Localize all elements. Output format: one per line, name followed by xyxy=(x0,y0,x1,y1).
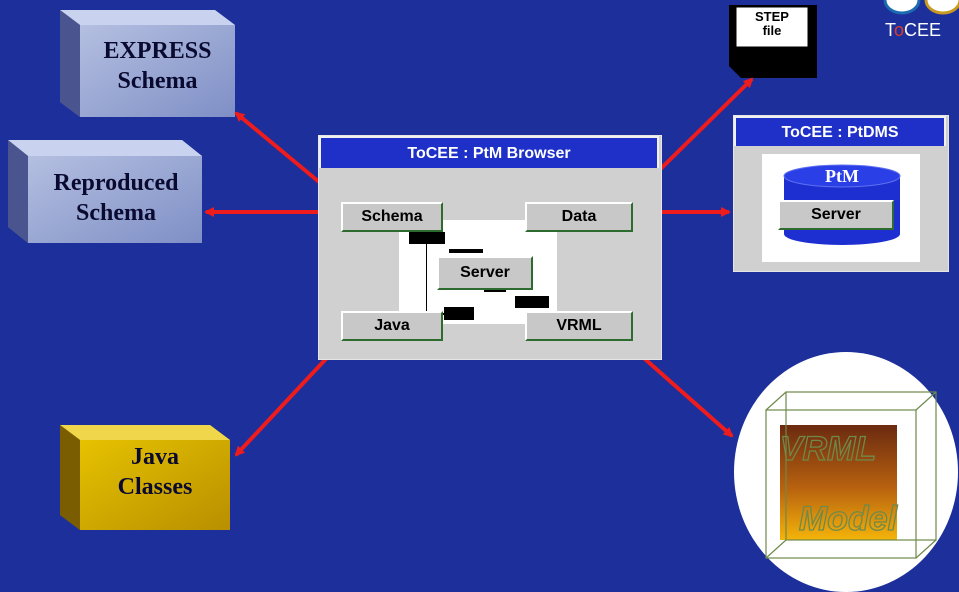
reproduced-schema-line2: Schema xyxy=(76,200,156,226)
step-file-icon xyxy=(729,5,817,78)
server-button[interactable]: Server xyxy=(437,256,533,290)
reproduced-schema-label: Reproduced Schema xyxy=(26,168,206,228)
ptdms-title: ToCEE : PtDMS xyxy=(734,116,946,146)
ptm-db-label: PtM xyxy=(825,166,859,186)
vrml-button[interactable]: VRML xyxy=(525,311,633,341)
tree-tab-5 xyxy=(444,307,474,320)
step-file-line2: file xyxy=(762,23,782,38)
java-classes-line2: Classes xyxy=(117,474,193,500)
express-schema-line2: Schema xyxy=(117,68,198,94)
reproduced-schema-line1: Reproduced xyxy=(53,170,179,196)
arrow-java-classes xyxy=(234,344,340,457)
schema-button[interactable]: Schema xyxy=(341,202,443,232)
tocee-logo-icon xyxy=(883,0,959,15)
java-button[interactable]: Java xyxy=(341,311,443,341)
express-schema-box xyxy=(60,10,235,117)
logo-text-prefix: T xyxy=(885,20,894,40)
reproduced-schema-box xyxy=(8,140,202,243)
logo-text-suffix: CEE xyxy=(904,20,942,40)
ptm-browser-window: ToCEE : PtM Browser Schema Data Server J… xyxy=(318,135,662,360)
java-classes-box xyxy=(60,425,230,530)
express-schema-label: EXPRESS Schema xyxy=(80,36,235,96)
vrml-model-text: VRML Model xyxy=(779,429,899,538)
vrml-word: VRML xyxy=(780,430,876,468)
tree-line-vertical xyxy=(426,231,427,313)
ptdms-server-button[interactable]: Server xyxy=(778,200,894,230)
vrml-model-illustration xyxy=(734,352,958,592)
tocee-logo-text: ToCEE xyxy=(885,20,941,41)
logo-text-accent: o xyxy=(894,20,905,40)
ptdms-window: ToCEE : PtDMS PtM Server xyxy=(733,115,949,272)
tree-tab-4 xyxy=(515,296,549,308)
express-schema-line1: EXPRESS xyxy=(103,38,212,64)
ptm-browser-title: ToCEE : PtM Browser xyxy=(319,136,659,168)
step-file-line1: STEP xyxy=(755,9,789,24)
model-word: Model xyxy=(799,500,899,538)
tree-tab-1 xyxy=(409,232,445,244)
tree-tab-2 xyxy=(449,249,483,253)
data-button[interactable]: Data xyxy=(525,202,633,232)
java-classes-line1: Java xyxy=(131,444,179,470)
java-classes-label: Java Classes xyxy=(80,442,230,502)
step-file-label: STEP file xyxy=(737,10,807,38)
